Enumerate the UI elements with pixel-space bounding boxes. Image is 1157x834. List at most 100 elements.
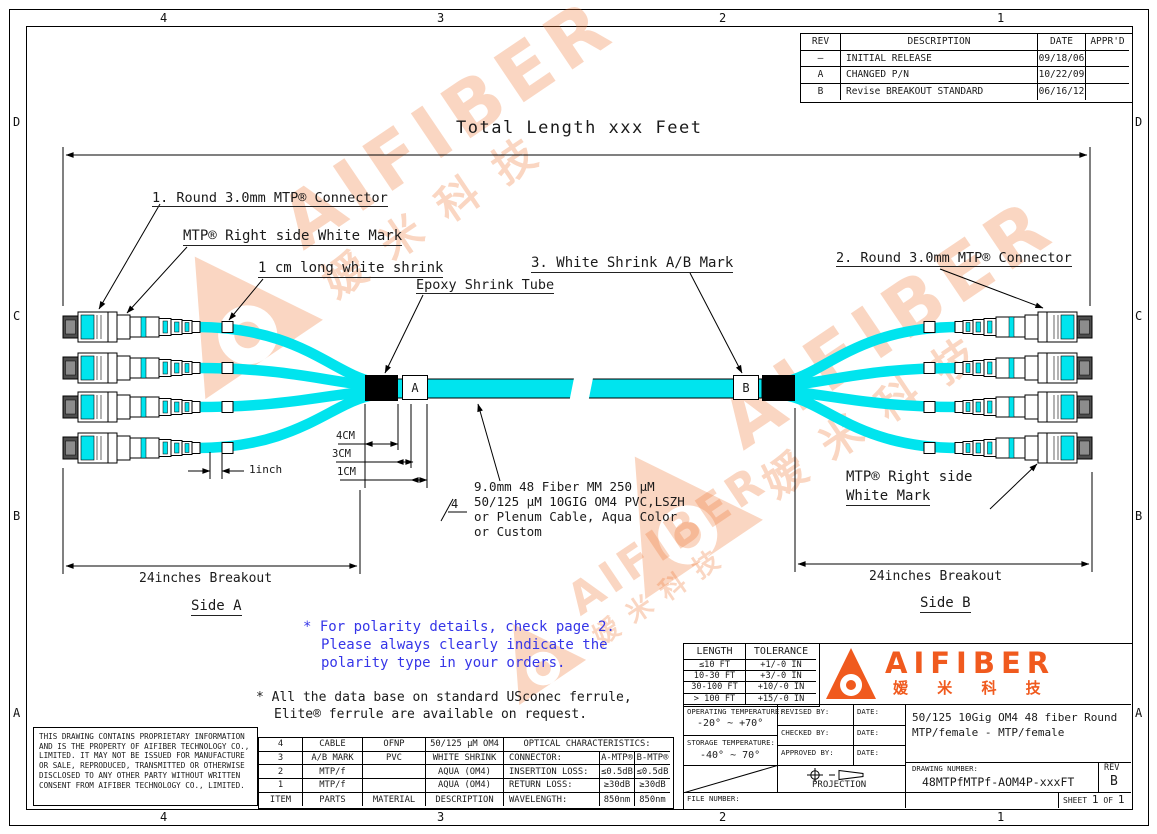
operating-temp-value: -20° ~ +70° (697, 718, 764, 729)
mtp-connector (62, 391, 201, 423)
parts-cell: MTP/f (303, 765, 363, 780)
optical-cell: A-MTP® (600, 751, 635, 766)
optical-cell: ≥30dB (635, 779, 670, 793)
rev-header: DATE (1038, 34, 1086, 51)
rev-cell: 10/22/09 (1038, 67, 1086, 84)
sheet-info: SHEET 1 OF 1 (1063, 794, 1124, 806)
zone-col-top: 2 (719, 11, 727, 25)
rev-header: REV (801, 34, 841, 51)
zone-row-right: D (1135, 115, 1143, 129)
dim-1inch: 1inch (249, 463, 283, 476)
optical-cell: ≤0.5dB (635, 765, 670, 780)
date-label: DATE: (857, 728, 879, 737)
breakout-cables-right (782, 321, 960, 454)
sheet-of: OF (1103, 796, 1114, 805)
mtp-connector (954, 352, 1093, 384)
rev-cell: — (801, 50, 841, 67)
tol-cell: +10/-0 IN (746, 682, 816, 694)
zone-row-left: C (13, 309, 21, 323)
zone-row-left: A (13, 706, 21, 720)
parts-cell: AQUA (OM4) (426, 765, 504, 780)
zone-col-bottom: 3 (437, 810, 445, 824)
title-block (683, 643, 1133, 810)
tol-cell: +3/-0 IN (746, 671, 816, 683)
zone-row-left: B (13, 509, 21, 523)
total-length-label: Total Length xxx Feet (456, 118, 703, 138)
zone-col-bottom: 2 (719, 810, 727, 824)
rev-header: APPR'D (1086, 34, 1129, 51)
rev-cell: 09/18/06 (1038, 50, 1086, 67)
tol-cell: 10-30 FT (684, 671, 746, 683)
tol-header: LENGTH (684, 644, 746, 660)
rev-value: B (1110, 774, 1118, 789)
callout-round-connector-1: 1. Round 3.0mm MTP® Connector (152, 190, 388, 208)
rev-cell: CHANGED P/N (841, 67, 1038, 84)
optical-cell: B-MTP® (635, 752, 670, 766)
dim-breakout-left: 24inches Breakout (139, 571, 273, 586)
dim-3cm: 3CM (332, 448, 351, 460)
drawing-title-line2: MTP/female - MTP/female (912, 726, 1065, 739)
callout-white-mark-left: MTP® Right side White Mark (183, 228, 403, 246)
parts-cell: 1 (259, 779, 303, 793)
tol-cell: +1/-0 IN (746, 660, 816, 672)
zone-col-top: 3 (437, 11, 445, 25)
white-shrink-marks (221, 321, 936, 454)
checked-by-label: CHECKED BY: (781, 728, 830, 737)
tol-header: TOLERANCE (746, 644, 816, 660)
rev-cell: INITIAL RELEASE (841, 50, 1038, 67)
parts-cell: 4 (259, 738, 303, 752)
zone-row-right: C (1135, 309, 1143, 323)
parts-header: DESCRIPTION (426, 792, 504, 807)
rev-header: DESCRIPTION (841, 34, 1038, 51)
inner-border (26, 26, 1133, 810)
dim-1cm: 1CM (337, 466, 356, 478)
epoxy-tube-right (762, 375, 795, 401)
dimension-lines (62, 147, 1093, 574)
aifiber-logo-cn: 嫒 米 科 技 (893, 679, 1053, 697)
zone-row-right: B (1135, 509, 1143, 523)
b-mark-label: B (742, 380, 750, 395)
ferrule-note-line: Elite® ferrule are available on request. (274, 707, 588, 722)
projection-symbol-icon (807, 768, 864, 782)
zone-row-left: D (13, 115, 21, 129)
drawing-number-label: DRAWING NUMBER: (912, 764, 978, 773)
rev-cell: B (801, 83, 841, 100)
drawing-number-value: 48MTPfMTPf-AOM4P-xxxFT (922, 775, 1075, 789)
polarity-note-line: Please always clearly indicate the (321, 637, 608, 653)
callout-ab-mark: 3. White Shrink A/B Mark (531, 255, 734, 273)
leader-lines (98, 203, 1044, 522)
side-a-label: Side A (191, 598, 242, 616)
file-number-label: FILE NUMBER: (687, 794, 740, 803)
optical-cell: CONNECTOR: (504, 751, 600, 766)
optical-cell: INSERTION LOSS: (504, 765, 600, 780)
optical-cell: WAVELENGTH: (504, 792, 600, 807)
item-flag-4: 4 (451, 497, 459, 511)
parts-cell (363, 779, 426, 793)
storage-temp-label: STORAGE TEMPERATURE: (687, 738, 775, 747)
a-mark-label: A (411, 380, 419, 395)
aifiber-logo-text: AIFIBER (885, 646, 1056, 680)
parts-cell: 2 (259, 765, 303, 780)
b-mark-box: B (733, 375, 759, 400)
revision-table: REV DESCRIPTION DATE APPR'D — INITIAL RE… (800, 33, 1133, 103)
sheet-total: 1 (1117, 793, 1125, 806)
side-b-label: Side B (920, 595, 971, 613)
mtp-connector (954, 391, 1093, 423)
parts-header: MATERIAL (363, 792, 426, 807)
callout-white-mark-right-line2: White Mark (846, 488, 931, 506)
mtp-connector (954, 432, 1093, 464)
proprietary-notice: THIS DRAWING CONTAINS PROPRIETARY INFORM… (33, 727, 258, 806)
cable-spec-line: 50/125 μM 10GIG OM4 PVC,LSZH (474, 494, 685, 509)
ferrule-note-line: * All the data base on standard USconec … (256, 690, 632, 705)
rev-cell (1086, 84, 1129, 101)
zone-col-bottom: 1 (997, 810, 1005, 824)
parts-cell: AQUA (OM4) (426, 779, 504, 793)
callout-round-connector-2: 2. Round 3.0mm MTP® Connector (836, 250, 1072, 268)
polarity-note-line: * For polarity details, check page 2. (303, 619, 615, 635)
rev-cell: A (801, 67, 841, 84)
tol-cell: +15/-0 IN (757, 694, 805, 705)
sheet-label: SHEET (1063, 796, 1088, 805)
rev-cell: 06/16/12 (1038, 83, 1086, 100)
parts-cell: MTP/f (303, 779, 363, 793)
